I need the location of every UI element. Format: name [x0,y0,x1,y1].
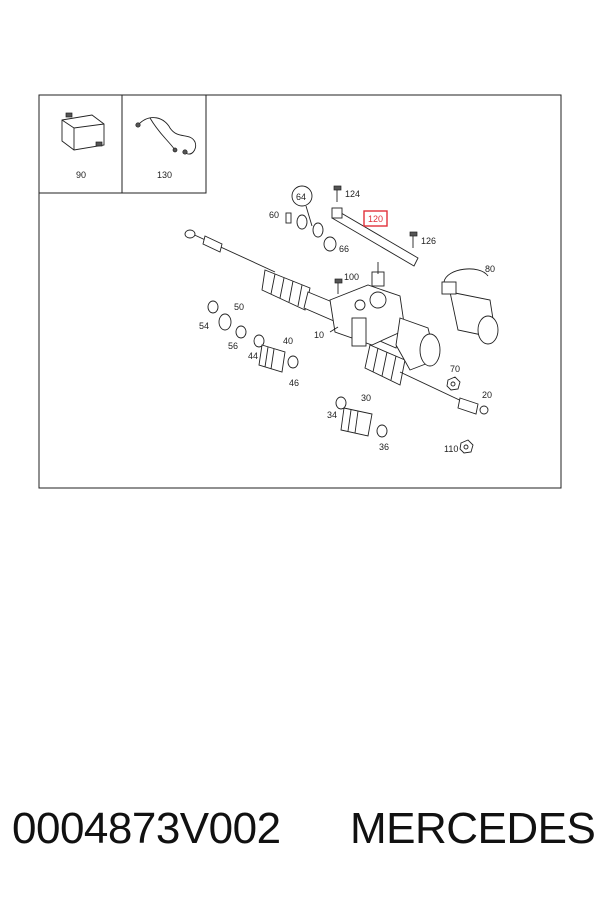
wiring-harness-icon [135,117,197,155]
callout-20: 20 [482,390,492,400]
callout-60: 60 [269,210,279,220]
callout-100: 100 [344,272,359,282]
diagram-frame [38,94,562,489]
inset-label-90: 90 [76,170,86,180]
callout-120: 120 [368,214,383,224]
part-number: 0004873V002 [12,804,281,853]
steering-rack-assembly [184,229,489,415]
callout-54: 54 [199,321,209,331]
bolt-100 [334,278,343,294]
brand-name: MERCEDES [350,804,596,853]
nut-110 [459,439,474,454]
callout-110: 110 [444,444,458,454]
callout-126: 126 [421,236,436,246]
callout-66: 66 [339,244,349,254]
inset-label-130: 130 [157,170,172,180]
callout-10: 10 [314,330,324,340]
steering-rack-parts-diagram: 90 130 [38,94,562,489]
boot-30 [335,396,388,438]
bolt-126 [409,231,418,248]
callout-56: 56 [228,341,238,351]
rod-120 [331,207,419,267]
callout-34: 34 [327,410,337,420]
seal-ring-group [285,185,337,252]
bolt-124 [333,185,342,202]
nut-70 [446,376,461,391]
callout-64: 64 [296,192,306,202]
callout-70: 70 [450,364,460,374]
washer-group-left [207,300,247,339]
callout-44: 44 [248,351,258,361]
callout-30: 30 [361,393,371,403]
part-footer: 0004873V002 MERCEDES [0,800,600,870]
callout-120-highlight-box [363,210,388,227]
callout-80: 80 [485,264,495,274]
callout-46: 46 [289,378,299,388]
callout-40: 40 [283,336,293,346]
boot-40 [253,334,299,373]
callout-50: 50 [234,302,244,312]
callout-124: 124 [345,189,360,199]
control-module-icon [61,112,105,151]
callout-36: 36 [379,442,389,452]
motor-80 [441,268,499,345]
